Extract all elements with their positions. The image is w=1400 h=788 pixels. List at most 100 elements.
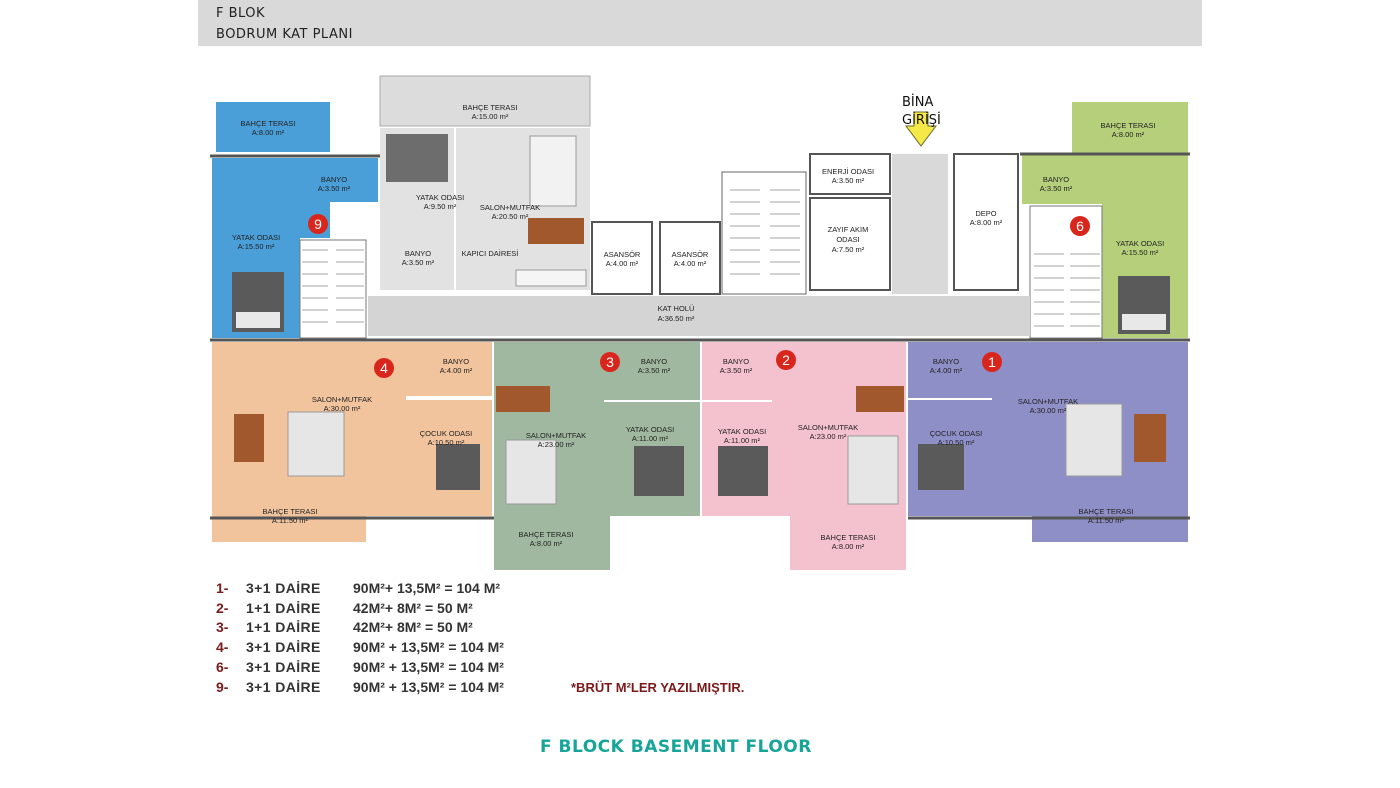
room-name: YATAK ODASI [1116, 239, 1164, 248]
room-name: BAHÇE TERASI [1101, 121, 1156, 130]
room-area: A:3.50 m² [318, 184, 351, 193]
legend-area: 42M²+ 8M² = 50 M² [353, 619, 473, 636]
unit4-table [234, 414, 264, 462]
main-stair-steps [730, 189, 800, 275]
caretaker-bed [386, 134, 448, 182]
room-name: BAHÇE TERASI [463, 103, 518, 112]
unit2-table [856, 386, 904, 412]
legend-number: 6- [216, 659, 229, 676]
room-name: BANYO [321, 175, 347, 184]
room-name: SALON+MUTFAK [1018, 397, 1078, 406]
unit9-stair-steps [302, 249, 364, 323]
weak-current-room [809, 197, 891, 291]
room-area: A:3.50 m² [832, 176, 865, 185]
caretaker-table [528, 218, 584, 244]
unit-marker-number: 2 [782, 352, 790, 368]
unit6-pillows [1122, 314, 1166, 330]
room-area: A:3.50 m² [638, 366, 671, 375]
energy-room [809, 153, 891, 195]
unit-marker-icon [1070, 216, 1090, 236]
unit-marker-number: 6 [1076, 218, 1084, 234]
unit1-bath [908, 342, 992, 398]
block-title: F BLOK [216, 6, 266, 21]
unit-marker-icon [776, 350, 796, 370]
room-name: BANYO [443, 357, 469, 366]
room-name: BANYO [405, 249, 431, 258]
caretaker-terrace [379, 75, 591, 127]
room-area: A:10.50 m² [428, 438, 465, 447]
room-name: YATAK ODASI [416, 193, 464, 202]
room-area: A:11.50 m² [1088, 516, 1125, 525]
room-area: A:3.50 m² [1040, 184, 1073, 193]
room-area: A:36.50 m² [658, 314, 695, 323]
room-area: A:8.00 m² [252, 128, 285, 137]
legend-type: 3+1 DAİRE [246, 639, 321, 656]
room-name: YATAK ODASI [626, 425, 674, 434]
room-name: ÇOCUK ODASI [420, 429, 473, 438]
legend-row: 9- 3+1 DAİRE 90M² + 13,5M² = 104 M² [216, 677, 504, 697]
room-name: ODASI [836, 235, 859, 244]
room-area: A:8.00 m² [970, 218, 1003, 227]
room-area: A:15.00 m² [472, 112, 509, 121]
legend-row: 1- 3+1 DAİRE 90M²+ 13,5M² = 104 M² [216, 578, 504, 598]
unit-legend: 1- 3+1 DAİRE 90M²+ 13,5M² = 104 M² 2- 1+… [216, 578, 504, 697]
room-area: A:11.00 m² [632, 434, 669, 443]
unit-marker-number: 9 [314, 216, 322, 232]
legend-row: 4- 3+1 DAİRE 90M² + 13,5M² = 104 M² [216, 637, 504, 657]
legend-number: 4- [216, 639, 229, 656]
caretaker-sofa [529, 135, 577, 207]
unit4-bath [406, 342, 492, 396]
legend-area: 90M²+ 13,5M² = 104 M² [353, 579, 501, 596]
room-name: YATAK ODASI [232, 233, 280, 242]
legend-type: 1+1 DAİRE [246, 619, 321, 636]
entrance-label-line2: GİRİŞİ [902, 112, 941, 128]
room-area: A:20.50 m² [492, 212, 529, 221]
unit9-stair [299, 239, 367, 339]
unit3-sofa [505, 439, 557, 505]
legend-area: 90M² + 13,5M² = 104 M² [353, 659, 504, 676]
unit-marker-number: 1 [988, 354, 996, 370]
room-labels: BAHÇE TERASI A:8.00 m² BANYO A:3.50 m² Y… [232, 103, 1164, 551]
floor-plan-title: BODRUM KAT PLANI [216, 27, 353, 42]
room-name: BAHÇE TERASI [1079, 507, 1134, 516]
legend-area: 90M² + 13,5M² = 104 M² [353, 639, 504, 656]
legend-type: 3+1 DAİRE [246, 678, 321, 695]
legend-number: 9- [216, 678, 229, 695]
room-area: A:4.00 m² [440, 366, 473, 375]
room-name: SALON+MUTFAK [480, 203, 540, 212]
unit6-terrace [1072, 102, 1188, 154]
room-area: A:4.00 m² [674, 259, 707, 268]
entrance-corridor [892, 154, 948, 294]
unit-marker-icon [982, 352, 1002, 372]
unit-marker-icon [308, 214, 328, 234]
unit6-stair [1029, 205, 1103, 339]
legend-type: 3+1 DAİRE [246, 659, 321, 676]
room-area: A:15.50 m² [238, 242, 275, 251]
room-area: A:10.50 m² [938, 438, 975, 447]
unit1-table [1134, 414, 1166, 462]
room-name: BAHÇE TERASI [263, 507, 318, 516]
floor-hall [368, 296, 1030, 336]
unit6-stair-steps [1034, 253, 1100, 327]
room-area: A:23.00 m² [538, 440, 575, 449]
room-name: BAHÇE TERASI [519, 530, 574, 539]
storage-room [953, 153, 1019, 291]
caretaker-kitchen [515, 269, 587, 287]
room-area: A:30.00 m² [1030, 406, 1067, 415]
room-name: DEPO [975, 209, 996, 218]
room-area: A:15.50 m² [1122, 248, 1159, 257]
room-name: BAHÇE TERASI [241, 119, 296, 128]
room-area: A:8.00 m² [530, 539, 563, 548]
elevator-1 [591, 221, 653, 295]
legend-area: 42M²+ 8M² = 50 M² [353, 599, 473, 616]
unit3-terrace [494, 516, 610, 570]
room-name: SALON+MUTFAK [526, 431, 586, 440]
legend-row: 3- 1+1 DAİRE 42M²+ 8M² = 50 M² [216, 618, 504, 638]
room-area: A:8.00 m² [832, 542, 865, 551]
legend-number: 1- [216, 579, 229, 596]
unit2-bath [702, 342, 772, 400]
unit2-terrace [790, 516, 906, 570]
unit2-sofa [847, 435, 899, 505]
unit4-sofa [287, 411, 345, 477]
unit9-terrace [216, 102, 330, 152]
